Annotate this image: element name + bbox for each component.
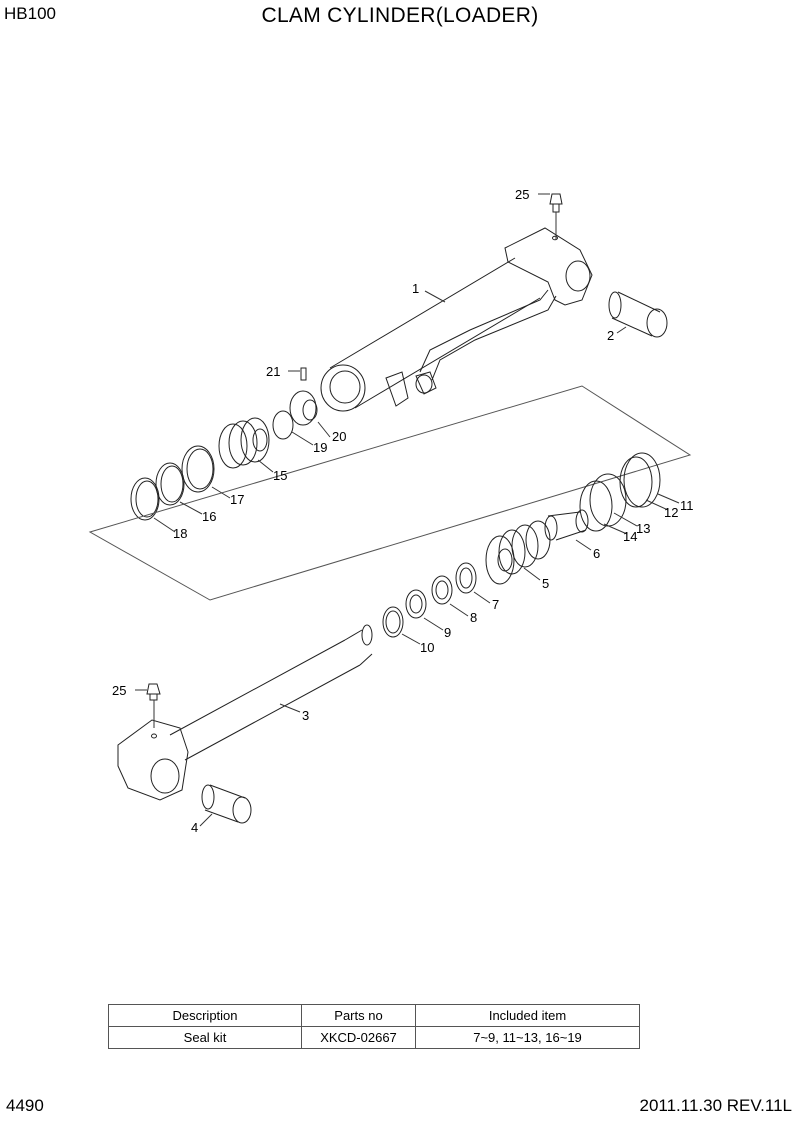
callout-25-bottom: 25 — [112, 683, 126, 698]
callout-25-top: 25 — [515, 187, 529, 202]
page-title: CLAM CYLINDER(LOADER) — [261, 4, 539, 27]
callout-13: 13 — [636, 521, 650, 536]
rings-part-11-14 — [579, 452, 661, 532]
seal-part-16 — [155, 462, 185, 506]
callout-12: 12 — [664, 505, 678, 520]
table-cell: Seal kit — [108, 1026, 302, 1049]
callout-4: 4 — [191, 820, 198, 835]
callout-6: 6 — [593, 546, 600, 561]
callout-9: 9 — [444, 625, 451, 640]
table-cell: XKCD-02667 — [301, 1026, 416, 1049]
page-number: 4490 — [6, 1096, 44, 1115]
assembly-group-outline — [88, 385, 692, 601]
seal-kit-table: Description Parts no Included item Seal … — [108, 1004, 640, 1049]
callout-1: 1 — [412, 281, 419, 296]
bushing-part-6 — [544, 509, 589, 541]
set-screw-part — [300, 367, 307, 381]
callout-7: 7 — [492, 597, 499, 612]
callout-16: 16 — [202, 509, 216, 524]
cylinder-tube-part — [320, 227, 593, 412]
grease-nipple-bottom — [146, 683, 161, 701]
callout-18: 18 — [173, 526, 187, 541]
column-header: Included item — [415, 1004, 640, 1027]
rod-cover-part-5 — [485, 520, 551, 585]
table-row: Seal kit XKCD-02667 7~9, 11~13, 16~19 — [108, 1026, 640, 1049]
callout-2: 2 — [607, 328, 614, 343]
callout-17: 17 — [230, 492, 244, 507]
ring-part-18 — [130, 477, 160, 521]
callout-15: 15 — [273, 468, 287, 483]
table-header-row: Description Parts no Included item — [108, 1004, 640, 1027]
column-header: Parts no — [301, 1004, 416, 1027]
callout-11: 11 — [680, 498, 694, 513]
model-code: HB100 — [4, 4, 56, 23]
callout-19: 19 — [313, 440, 327, 455]
revision-date: 2011.11.30 REV.11L — [639, 1096, 792, 1115]
table-cell: 7~9, 11~13, 16~19 — [415, 1026, 640, 1049]
callout-8: 8 — [470, 610, 477, 625]
callout-10: 10 — [420, 640, 434, 655]
callout-14: 14 — [623, 529, 637, 544]
piston-part-15 — [218, 417, 270, 469]
callout-20: 20 — [332, 429, 346, 444]
lock-nut-part — [289, 390, 318, 426]
seals-part-7-10 — [382, 562, 477, 638]
bushing-part-4 — [201, 784, 252, 824]
piston-rod-part-3 — [117, 624, 373, 801]
callout-5: 5 — [542, 576, 549, 591]
leader-lines — [135, 193, 680, 827]
o-ring-part-19 — [272, 410, 294, 440]
callout-3: 3 — [302, 708, 309, 723]
column-header: Description — [108, 1004, 302, 1027]
grease-nipple-top — [549, 193, 563, 213]
callout-21: 21 — [266, 364, 280, 379]
wear-ring-part-17 — [181, 445, 215, 493]
bushing-part-2 — [608, 291, 668, 338]
callout-labels: 1 2 3 4 5 6 7 8 9 10 11 12 13 14 15 16 1… — [112, 187, 694, 835]
